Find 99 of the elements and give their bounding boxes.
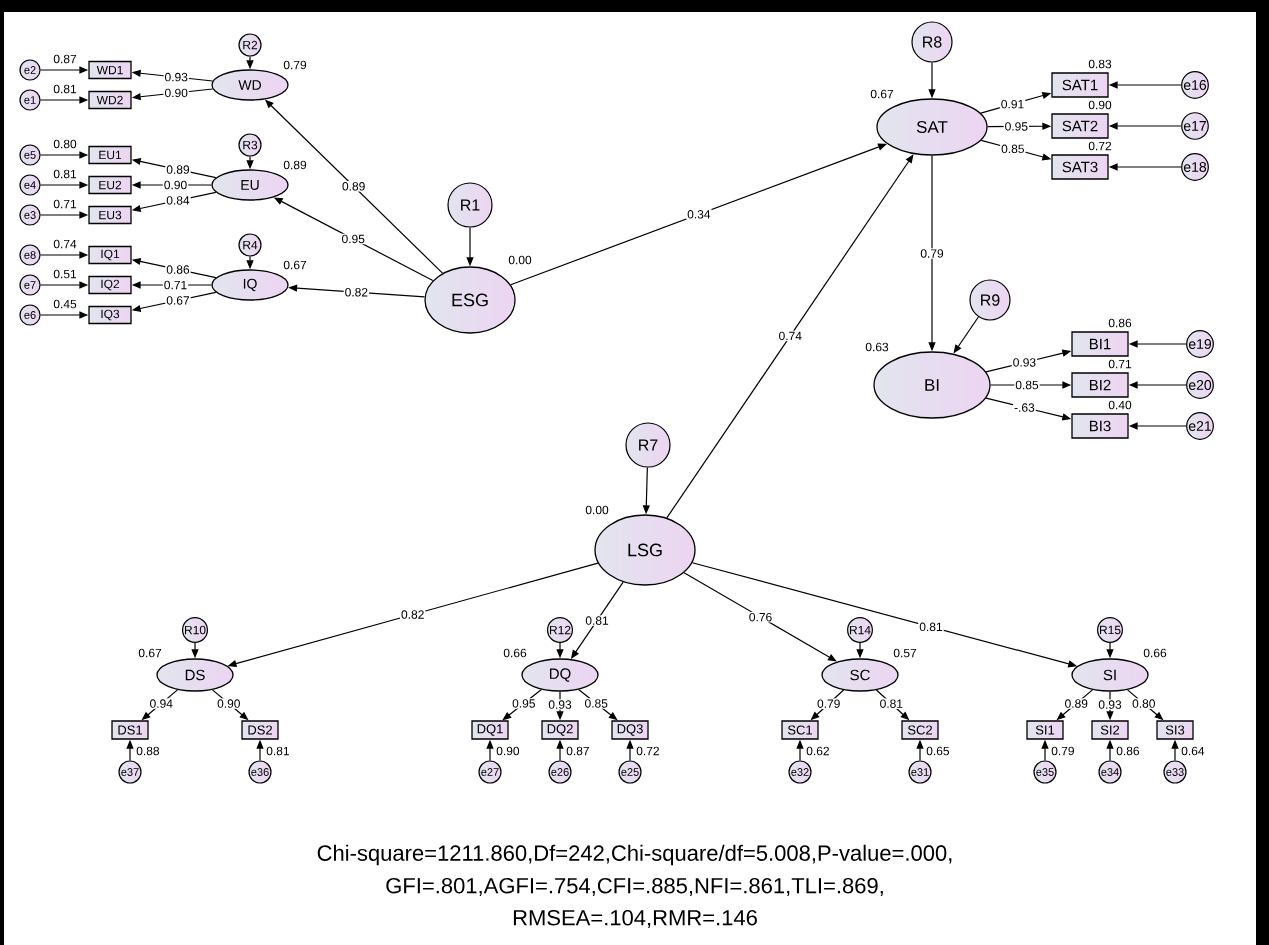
r-squared-value: 0.62	[806, 746, 829, 756]
r-squared-value: 0.66	[1143, 648, 1167, 658]
edge-label: 0.89	[341, 181, 367, 192]
r-squared-value: 0.79	[1051, 746, 1074, 756]
edge-label: 0.89	[1063, 698, 1089, 709]
indicator-box: IQ2	[88, 275, 132, 295]
indicator-box: SAT2	[1051, 113, 1109, 139]
edge-label: 0.93	[1097, 699, 1123, 710]
r-squared-value: 0.72	[1088, 141, 1112, 151]
r-squared-value: 0.00	[585, 505, 609, 515]
indicator-box: SC1	[781, 720, 819, 740]
arrow	[510, 143, 887, 286]
fit-statistics: GFI=.801,AGFI=.754,CFI=.885,NFI=.861,TLI=.869,	[386, 877, 883, 897]
r-squared-value: 0.83	[1088, 59, 1112, 69]
r-squared-value: 0.67	[283, 260, 307, 270]
r-squared-value: 0.90	[496, 746, 520, 756]
edge-label: 0.85	[1014, 379, 1040, 391]
r-squared-value: 0.40	[1108, 400, 1132, 410]
r-squared-value: 0.81	[53, 169, 77, 179]
r-squared-value: 0.81	[266, 746, 289, 756]
edge-label: 0.82	[400, 609, 426, 620]
edge-label: 0.90	[163, 87, 189, 99]
edge-label: 0.82	[343, 287, 369, 298]
indicator-box: DQ2	[541, 720, 579, 740]
edge-label: 0.67	[165, 295, 191, 306]
r-squared-value: 0.64	[1181, 746, 1205, 756]
edge-label: 0.95	[511, 698, 537, 709]
edge-label: 0.93	[1011, 357, 1038, 368]
r-squared-value: 0.87	[566, 746, 589, 756]
r-squared-value: 0.65	[926, 746, 950, 756]
indicator-box: EU1	[88, 145, 132, 165]
fit-statistics: Chi-square=1211.860,Df=242,Chi-square/df=5.008,P-value=.000,	[317, 844, 952, 866]
indicator-box: DS2	[241, 720, 279, 740]
edge-label: 0.76	[747, 611, 774, 623]
edge-label: 0.94	[148, 698, 174, 709]
indicator-box: EU3	[88, 205, 132, 225]
r-squared-value: 0.71	[53, 199, 77, 209]
r-squared-value: 0.51	[53, 269, 77, 279]
edge-label: 0.84	[165, 195, 191, 206]
r-squared-value: 0.86	[1116, 746, 1140, 756]
edge-label: 0.81	[584, 615, 610, 626]
arrow	[683, 572, 837, 662]
edge-label: 0.85	[1000, 143, 1026, 155]
edge-label: 0.81	[878, 698, 904, 709]
edge-label: 0.34	[686, 209, 712, 220]
edge-label: 0.74	[777, 330, 803, 342]
r-squared-value: 0.90	[1088, 100, 1112, 110]
edge-label: 0.91	[999, 98, 1026, 110]
edge-label: 0.71	[162, 279, 189, 291]
r-squared-value: 0.80	[53, 139, 77, 149]
edge-label: 0.93	[163, 71, 189, 83]
indicator-box: DQ1	[471, 720, 509, 740]
indicator-box: IQ3	[88, 305, 132, 325]
indicator-box: WD1	[88, 60, 132, 80]
r-squared-value: 0.66	[503, 648, 527, 658]
edge-label: 0.93	[547, 699, 573, 710]
r-squared-value: 0.89	[283, 160, 307, 170]
edge-label: 0.95	[1003, 121, 1029, 132]
r-squared-value: 0.57	[893, 648, 917, 658]
r-squared-value: 0.67	[138, 648, 162, 658]
indicator-box: SI2	[1091, 720, 1129, 740]
edge-label: 0.80	[1131, 698, 1157, 709]
indicator-box: BI1	[1071, 331, 1129, 357]
indicator-box: DS1	[111, 720, 149, 740]
edge-label: 0.90	[216, 698, 242, 709]
indicator-box: IQ1	[88, 245, 132, 265]
r-squared-value: 0.88	[136, 746, 160, 756]
indicator-box: SAT3	[1051, 154, 1109, 180]
indicator-box: EU2	[88, 175, 132, 195]
edge-label: 0.79	[919, 248, 945, 259]
r-squared-value: 0.72	[636, 746, 659, 756]
indicator-box: DQ3	[611, 720, 649, 740]
indicator-box: SI1	[1026, 720, 1064, 740]
r-squared-value: 0.87	[53, 54, 77, 64]
r-squared-value: 0.81	[53, 84, 77, 94]
r-squared-value: 0.67	[870, 89, 894, 99]
r-squared-value: 0.00	[508, 255, 532, 265]
indicator-box: SC2	[901, 720, 939, 740]
r-squared-value: 0.45	[53, 299, 77, 309]
edge-label: 0.90	[162, 179, 189, 191]
indicator-box: WD2	[88, 90, 132, 110]
edge-label: 0.85	[583, 698, 609, 709]
r-squared-value: 0.74	[53, 239, 77, 249]
r-squared-value: 0.71	[1108, 359, 1132, 369]
edge-label: -.63	[1013, 402, 1036, 413]
edge-label: 0.95	[340, 233, 366, 245]
indicator-box: SI3	[1156, 720, 1194, 740]
indicator-box: BI3	[1071, 413, 1129, 439]
edge-label: 0.86	[165, 264, 191, 275]
edge-label: 0.89	[165, 164, 191, 175]
r-squared-value: 0.86	[1108, 318, 1132, 328]
r-squared-value: 0.79	[283, 60, 307, 70]
edge-label: 0.81	[918, 621, 944, 633]
arrow	[666, 154, 914, 519]
r-squared-value: 0.63	[865, 342, 889, 352]
edge-label: 0.79	[816, 698, 842, 709]
indicator-box: SAT1	[1051, 72, 1109, 98]
fit-statistics: RMSEA=.104,RMR=.146	[513, 909, 757, 929]
indicator-box: BI2	[1071, 372, 1129, 398]
